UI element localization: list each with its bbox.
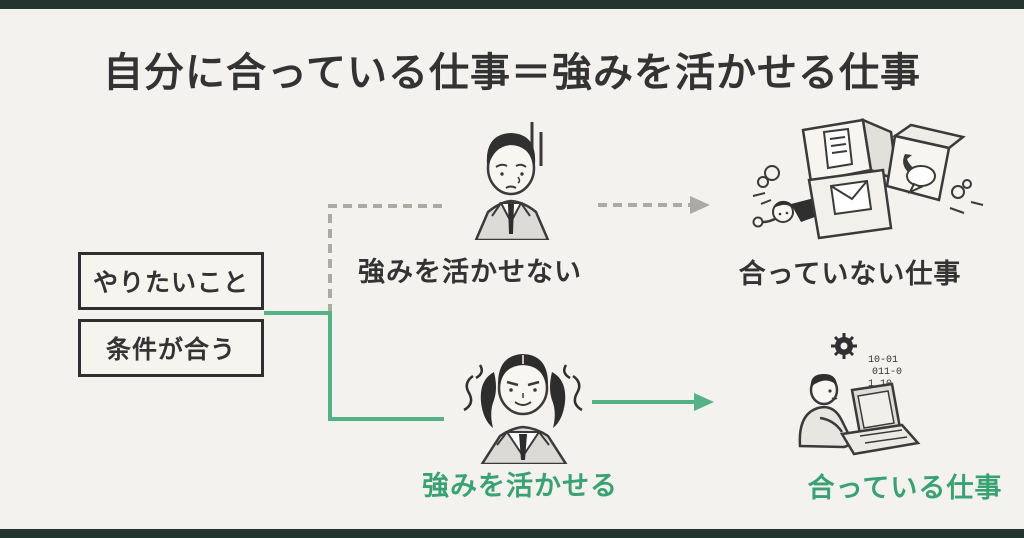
code-lines-icon: 10-01 011-0 1_10 [868,355,902,390]
worker-crushed-by-task-blocks-illustration [745,108,995,253]
top-frame-bar [0,0,1024,9]
dust-puff-icon [752,165,780,205]
green-elbow-line [264,311,444,421]
gear-icon [831,333,857,359]
svg-text:1_10: 1_10 [868,379,892,390]
dust-puff-icon [949,179,984,214]
svg-text:10-01: 10-01 [868,355,898,366]
dashed-arrow-head [690,196,710,214]
laptop-icon [839,382,921,456]
green-arrow-head [694,393,714,411]
source-box-jouken: 条件が合う [78,319,264,377]
person-working-on-laptop-illustration: 10-01 011-0 1_10 [780,332,925,464]
source-box-jouken-label: 条件が合う [105,336,236,364]
branch-bottom-label: 強みを活かせる [422,471,618,501]
branch-bottom-result-label: 合っている仕事 [807,473,1003,503]
confident-businesswoman-illustration [448,338,598,464]
svg-text:011-0: 011-0 [872,367,902,378]
branch-top-label: 強みを活かせない [358,257,582,287]
source-box-yaritai-label: やりたいこと [92,269,249,297]
bottom-frame-bar [0,529,1024,538]
document-icon [822,127,854,170]
page-title: 自分に合っている仕事＝強みを活かせる仕事 [103,51,921,95]
branch-top-result-label: 合っていない仕事 [738,259,962,289]
dejected-businessman-illustration [448,120,588,240]
source-box-yaritai: やりたいこと [78,252,264,310]
speech-bubble-icon [906,165,936,195]
energy-squiggle-icon [463,364,583,412]
envelope-icon [829,179,873,216]
